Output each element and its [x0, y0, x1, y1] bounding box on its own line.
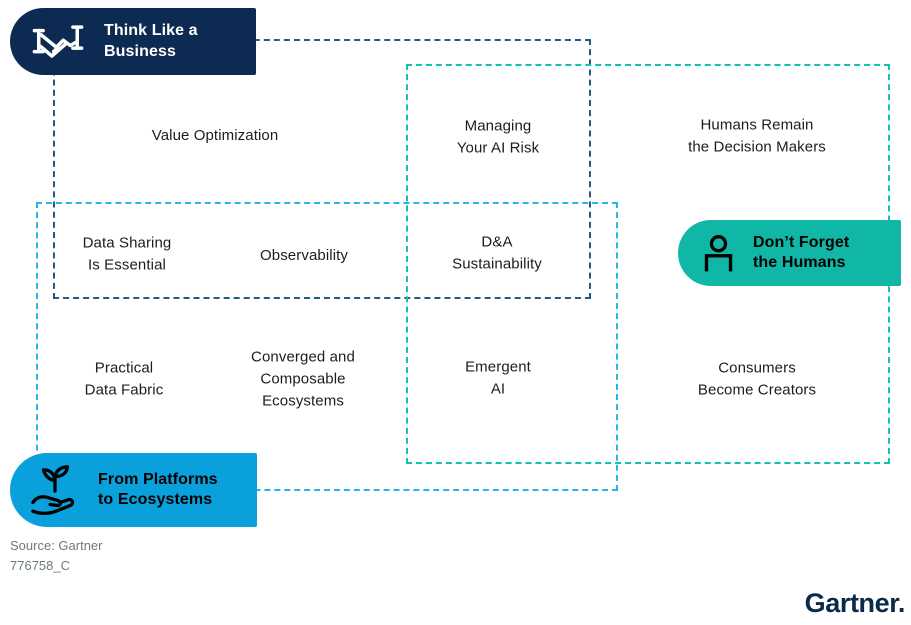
from-platforms-to-ecosystems-outline	[36, 202, 618, 491]
hand-plant-icon	[27, 464, 83, 516]
person-icon	[700, 233, 737, 273]
source-note: Source: Gartner	[10, 538, 103, 553]
gartner-logo: Gartner.	[804, 588, 906, 618]
trend-data-sharing-is-essential: Data Sharing Is Essential	[82, 234, 172, 273]
trend-managing-your-ai-risk: Managing Your AI Risk	[456, 117, 540, 156]
trend-converged-and-composable-ecosystems: Converged and Composable Ecosystems	[251, 348, 355, 409]
trend-emergent-ai: Emergent AI	[465, 358, 531, 397]
trend-da-sustainability: D&A Sustainability	[452, 233, 542, 272]
badge-label: From Platforms to Ecosystems	[98, 470, 218, 508]
trend-observability: Observability	[260, 247, 348, 265]
trend-value-optimization: Value Optimization	[151, 127, 279, 145]
badge-dont-forget-the-humans: Don’t Forget the Humans	[678, 220, 901, 286]
trend-humans-remain-the-decision-makers: Humans Remain the Decision Makers	[688, 116, 826, 155]
think-like-a-business-outline	[53, 39, 591, 299]
badge-label: Think Like a Business	[104, 22, 198, 60]
handshake-icon	[30, 19, 86, 65]
badge-think-like-a-business: Think Like a Business	[10, 8, 256, 75]
badge-label: Don’t Forget the Humans	[753, 233, 850, 271]
document-id: 776758_C	[10, 558, 70, 573]
trend-practical-data-fabric: Practical Data Fabric	[84, 359, 164, 398]
badge-from-platforms-to-ecosystems: From Platforms to Ecosystems	[10, 453, 257, 527]
trend-consumers-become-creators: Consumers Become Creators	[697, 359, 817, 398]
